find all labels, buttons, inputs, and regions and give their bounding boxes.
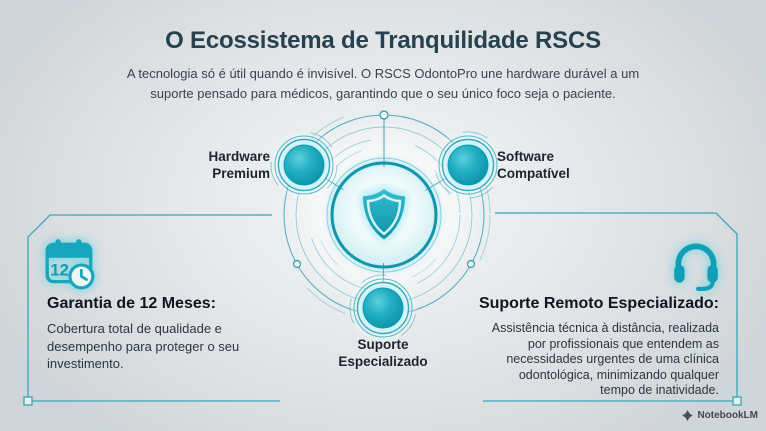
page-title: O Ecossistema de Tranquilidade RSCS bbox=[165, 27, 601, 54]
garantia-card-title: Garantia de 12 Meses: bbox=[47, 295, 216, 312]
calendar-number: 12 bbox=[50, 260, 68, 279]
suporte-remoto-card-title: Suporte Remoto Especializado: bbox=[478, 295, 719, 312]
node-software bbox=[432, 129, 504, 201]
watermark: NotebookLM bbox=[682, 410, 758, 421]
headset-icon bbox=[674, 243, 718, 291]
node-label-software-compativel: Software Compatível bbox=[497, 149, 570, 181]
node-label-hardware-premium: Hardware Premium bbox=[208, 149, 270, 181]
shield-icon bbox=[360, 185, 408, 243]
notebooklm-logo-icon bbox=[682, 410, 694, 421]
garantia-card-body: Cobertura total de qualidade e desempenh… bbox=[47, 321, 240, 372]
node-hardware bbox=[268, 129, 340, 201]
node-suporte bbox=[347, 272, 419, 344]
right-card-frame bbox=[483, 212, 742, 406]
left-card-frame bbox=[23, 214, 280, 406]
calendar-clock-icon: 12 bbox=[45, 239, 95, 290]
orbit-markers bbox=[292, 110, 476, 269]
watermark-label: NotebookLM bbox=[697, 410, 758, 421]
suporte-remoto-card-body: Assistência técnica à distância, realiza… bbox=[491, 321, 719, 397]
page-subtitle: A tecnologia só é útil quando é invisíve… bbox=[126, 66, 640, 101]
node-label-suporte-especializado: Suporte Especializado bbox=[338, 337, 428, 369]
